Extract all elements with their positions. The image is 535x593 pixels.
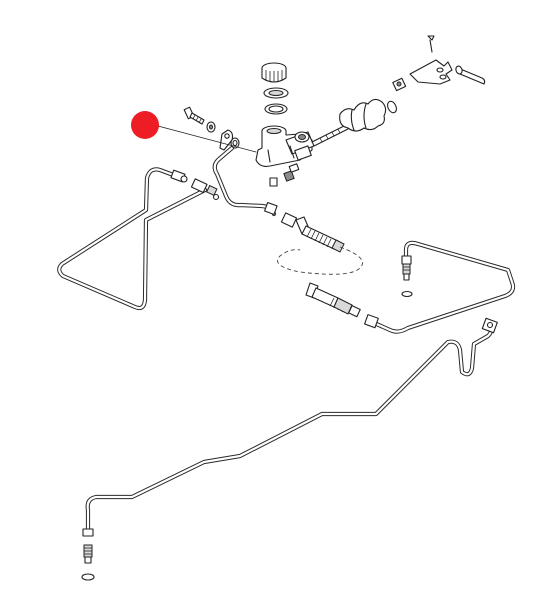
body-mounting-bolt [269, 163, 300, 187]
lower-flex-hose [305, 282, 361, 318]
callout-leader-line [157, 125, 257, 153]
flexible-hose-dashed-outline [277, 246, 363, 275]
feed-line-end-nut [264, 201, 278, 215]
rod-lock-nut [392, 77, 407, 92]
upper-flex-hose [280, 212, 345, 253]
highlight-marker-dot [131, 111, 159, 139]
pushrod [311, 124, 349, 147]
bolt-washer [206, 121, 216, 133]
reservoir-seal-ring [264, 103, 288, 115]
mounting-bracket [219, 129, 234, 151]
feed-line-fitting [190, 178, 220, 201]
long-line-top-nut [481, 317, 498, 334]
right-upper-hydraulic-line [369, 240, 516, 334]
right-line-bleeder-fitting [401, 255, 413, 298]
clevis-pin [455, 65, 486, 85]
left-hydraulic-line [57, 167, 208, 311]
right-line-start-nut [364, 314, 379, 329]
mounting-bolt [183, 106, 205, 125]
clevis-fork [409, 35, 453, 85]
rubber-dust-boot [339, 98, 397, 132]
master-cylinder-body [255, 125, 315, 167]
left-loop-union-fitting [170, 169, 188, 183]
reservoir-diaphragm [263, 87, 289, 99]
reservoir-cap [261, 62, 287, 83]
master-cylinder-assembly [255, 62, 315, 187]
long-line-bottom-fitting [81, 528, 95, 581]
long-lower-hydraulic-line [85, 323, 494, 533]
